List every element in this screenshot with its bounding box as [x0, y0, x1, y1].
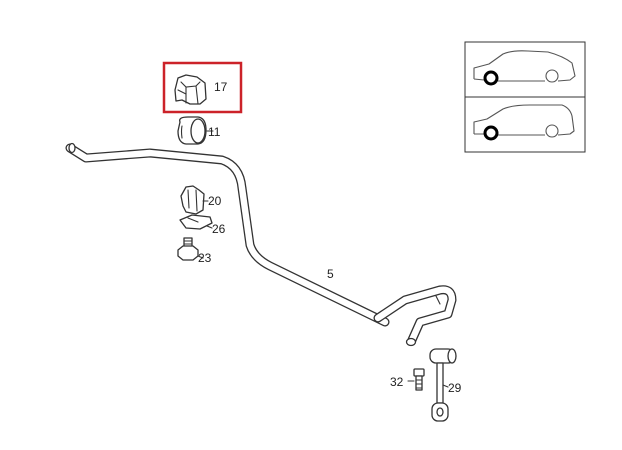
leader-23 — [197, 255, 204, 259]
part-29-link-rod[interactable] — [429, 348, 457, 422]
part-26-plate[interactable] — [179, 214, 213, 230]
callout-17: 17 — [214, 80, 228, 94]
stabilizer-bar[interactable] — [65, 142, 457, 347]
callout-26: 26 — [212, 222, 226, 236]
highlight-box — [162, 61, 243, 114]
part-11-bushing[interactable] — [177, 116, 207, 145]
callout-5: 5 — [327, 267, 334, 281]
part-23-bolt[interactable] — [177, 237, 199, 261]
callout-20: 20 — [208, 194, 222, 208]
part-32-screw[interactable] — [413, 368, 425, 391]
callout-32: 32 — [390, 375, 404, 389]
leader-26 — [206, 225, 213, 229]
sedan-car-icon[interactable] — [473, 50, 576, 86]
part-20-clip[interactable] — [180, 185, 205, 215]
leader-29 — [442, 384, 449, 388]
callout-23: 23 — [198, 251, 212, 265]
wagon-car-icon[interactable] — [473, 104, 575, 141]
part-17-clamp[interactable] — [162, 61, 243, 114]
callout-29: 29 — [448, 381, 462, 395]
callout-11: 11 — [208, 125, 221, 139]
